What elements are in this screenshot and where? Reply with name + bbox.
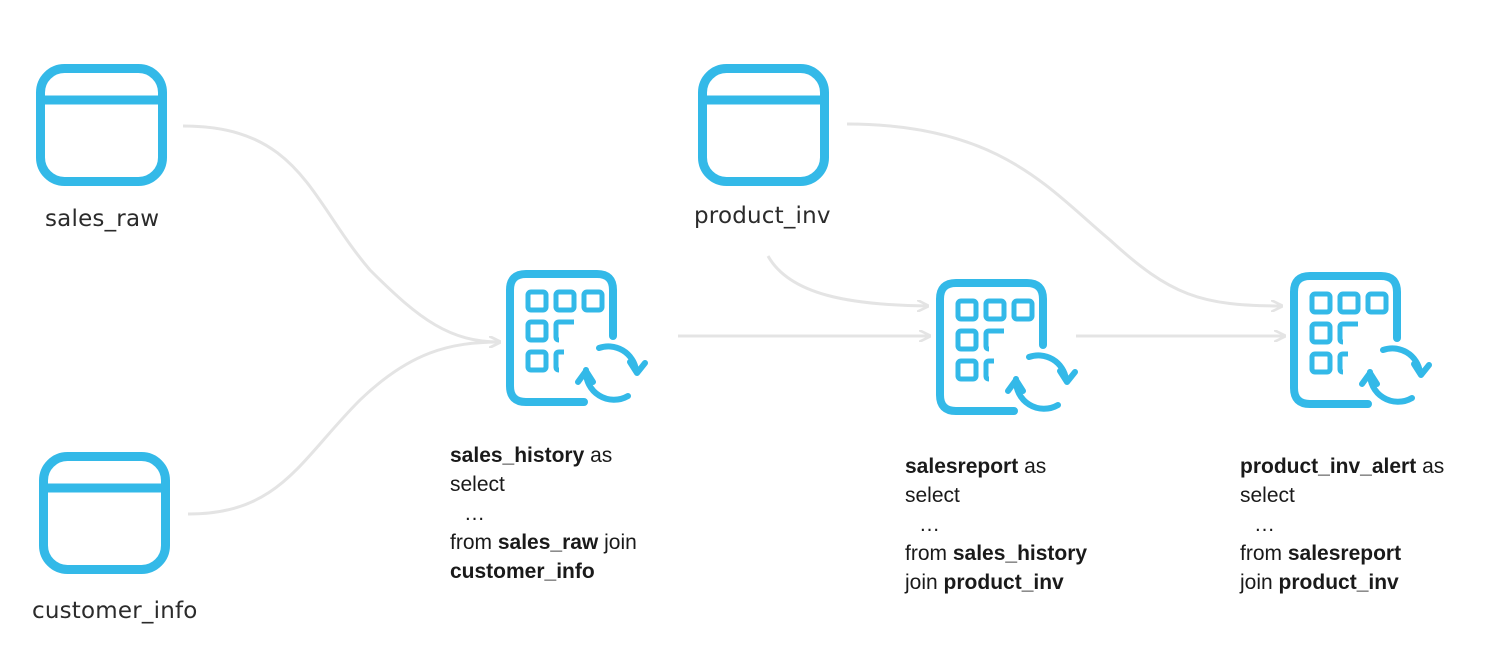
view-name: product_inv_alert — [1240, 455, 1417, 478]
sql-definition-product-inv-alert: product_inv_alert as select … from sales… — [1240, 452, 1444, 597]
view-node-product-inv-alert[interactable] — [1294, 276, 1429, 404]
sql-join-table: product_inv — [943, 571, 1064, 594]
sql-keyword-select: select — [905, 484, 960, 507]
table-node-sales-raw[interactable] — [41, 69, 163, 182]
table-icon — [41, 69, 163, 182]
table-icon — [44, 457, 166, 570]
view-node-sales-history[interactable] — [510, 274, 645, 402]
view-node-salesreport[interactable] — [940, 283, 1075, 411]
edges — [182, 122, 1285, 516]
view-name: salesreport — [905, 455, 1019, 478]
table-icon — [703, 69, 825, 182]
materialized-view-icon — [940, 283, 1075, 411]
sql-keyword-join: join — [1240, 571, 1273, 594]
sql-ellipsis: … — [919, 513, 940, 536]
sql-ellipsis: … — [464, 502, 485, 525]
sql-keyword-select: select — [1240, 484, 1295, 507]
edge-product-inv-to-product-inv-alert — [846, 122, 1282, 306]
sql-join-table: product_inv — [1278, 571, 1399, 594]
table-node-product-inv[interactable] — [703, 69, 825, 182]
edge-product-inv-to-salesreport — [766, 255, 928, 306]
sql-keyword-join: join — [905, 571, 938, 594]
table-node-customer-info[interactable] — [44, 457, 166, 570]
sql-keyword-as: as — [1024, 455, 1047, 478]
table-label-customer-info: customer_info — [32, 598, 198, 624]
sql-keyword-as: as — [590, 444, 613, 467]
sql-join-table: customer_info — [450, 560, 595, 583]
sql-keyword-from: from — [1240, 542, 1282, 565]
materialized-view-icon — [1294, 276, 1429, 404]
sql-definition-salesreport: salesreport as select … from sales_histo… — [905, 452, 1087, 597]
sql-source-table: sales_history — [952, 542, 1088, 565]
sql-keyword-select: select — [450, 473, 505, 496]
sql-keyword-join: join — [604, 531, 637, 554]
table-label-sales-raw: sales_raw — [45, 206, 160, 232]
sql-keyword-from: from — [450, 531, 492, 554]
sql-keyword-from: from — [905, 542, 947, 565]
view-name: sales_history — [450, 444, 585, 467]
table-label-product-inv: product_inv — [694, 203, 831, 229]
edge-sales-raw-to-sales-history — [182, 124, 500, 342]
sql-keyword-as: as — [1422, 455, 1445, 478]
sql-source-table: sales_raw — [497, 531, 599, 554]
sql-ellipsis: … — [1254, 513, 1275, 536]
edge-customer-info-to-sales-history — [187, 342, 500, 516]
sql-source-table: salesreport — [1287, 542, 1402, 565]
materialized-view-icon — [510, 274, 645, 402]
sql-definition-sales-history: sales_history as select … from sales_raw… — [450, 441, 637, 586]
